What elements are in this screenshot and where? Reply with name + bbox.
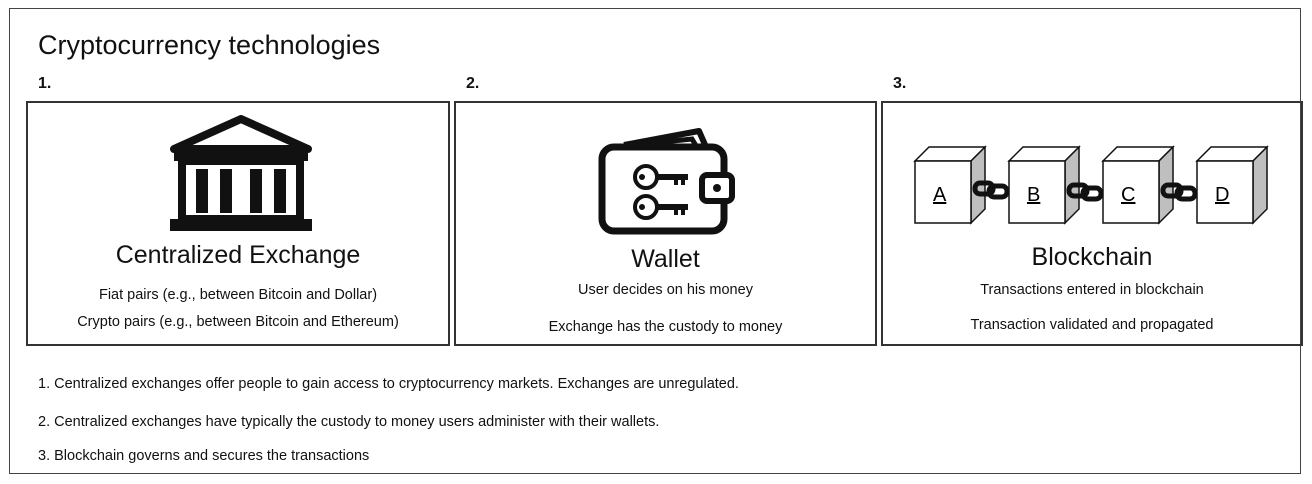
panel-blockchain: A B C D Blockchain Transactions entered … [881, 101, 1303, 346]
wallet-keys-icon [598, 128, 735, 235]
chain-link-ab [972, 180, 1010, 200]
block-a [913, 145, 987, 225]
figure-frame [9, 8, 1301, 474]
centralized-exchange-heading: Centralized Exchange [115, 241, 361, 269]
note-3: 3. Blockchain governs and secures the tr… [38, 448, 370, 464]
bank-icon [170, 115, 312, 231]
block-label-b: B [1027, 184, 1040, 206]
wallet-heading: Wallet [631, 245, 700, 273]
note-2: 2. Centralized exchanges have typically … [38, 414, 660, 430]
blockchain-line-1: Transactions entered in blockchain [980, 282, 1204, 298]
exchange-line-2: Crypto pairs (e.g., between Bitcoin and … [77, 314, 399, 330]
chain-blocks-icon: A B C D [913, 145, 1269, 225]
panel-2-number: 2. [466, 75, 480, 92]
blockchain-line-2: Transaction validated and propagated [970, 317, 1214, 333]
figure-title: Cryptocurrency technologies [38, 30, 381, 60]
block-label-d: D [1215, 184, 1229, 206]
panel-3-number: 3. [893, 75, 907, 92]
note-1: 1. Centralized exchanges offer people to… [38, 376, 739, 392]
block-b [1007, 145, 1081, 225]
block-label-a: A [933, 184, 947, 206]
block-d [1195, 145, 1269, 225]
blockchain-heading: Blockchain [1031, 243, 1153, 271]
wallet-line-2: Exchange has the custody to money [548, 319, 783, 335]
chain-link-cd [1160, 182, 1198, 202]
block-label-c: C [1121, 184, 1135, 206]
exchange-line-1: Fiat pairs (e.g., between Bitcoin and Do… [98, 287, 378, 303]
wallet-line-1: User decides on his money [578, 282, 753, 298]
block-c [1101, 145, 1175, 225]
panel-1-number: 1. [38, 75, 52, 92]
panel-wallet: Wallet User decides on his money Exchang… [454, 101, 877, 346]
chain-link-bc [1066, 182, 1104, 202]
panel-centralized-exchange: Centralized Exchange Fiat pairs (e.g., b… [26, 101, 450, 346]
